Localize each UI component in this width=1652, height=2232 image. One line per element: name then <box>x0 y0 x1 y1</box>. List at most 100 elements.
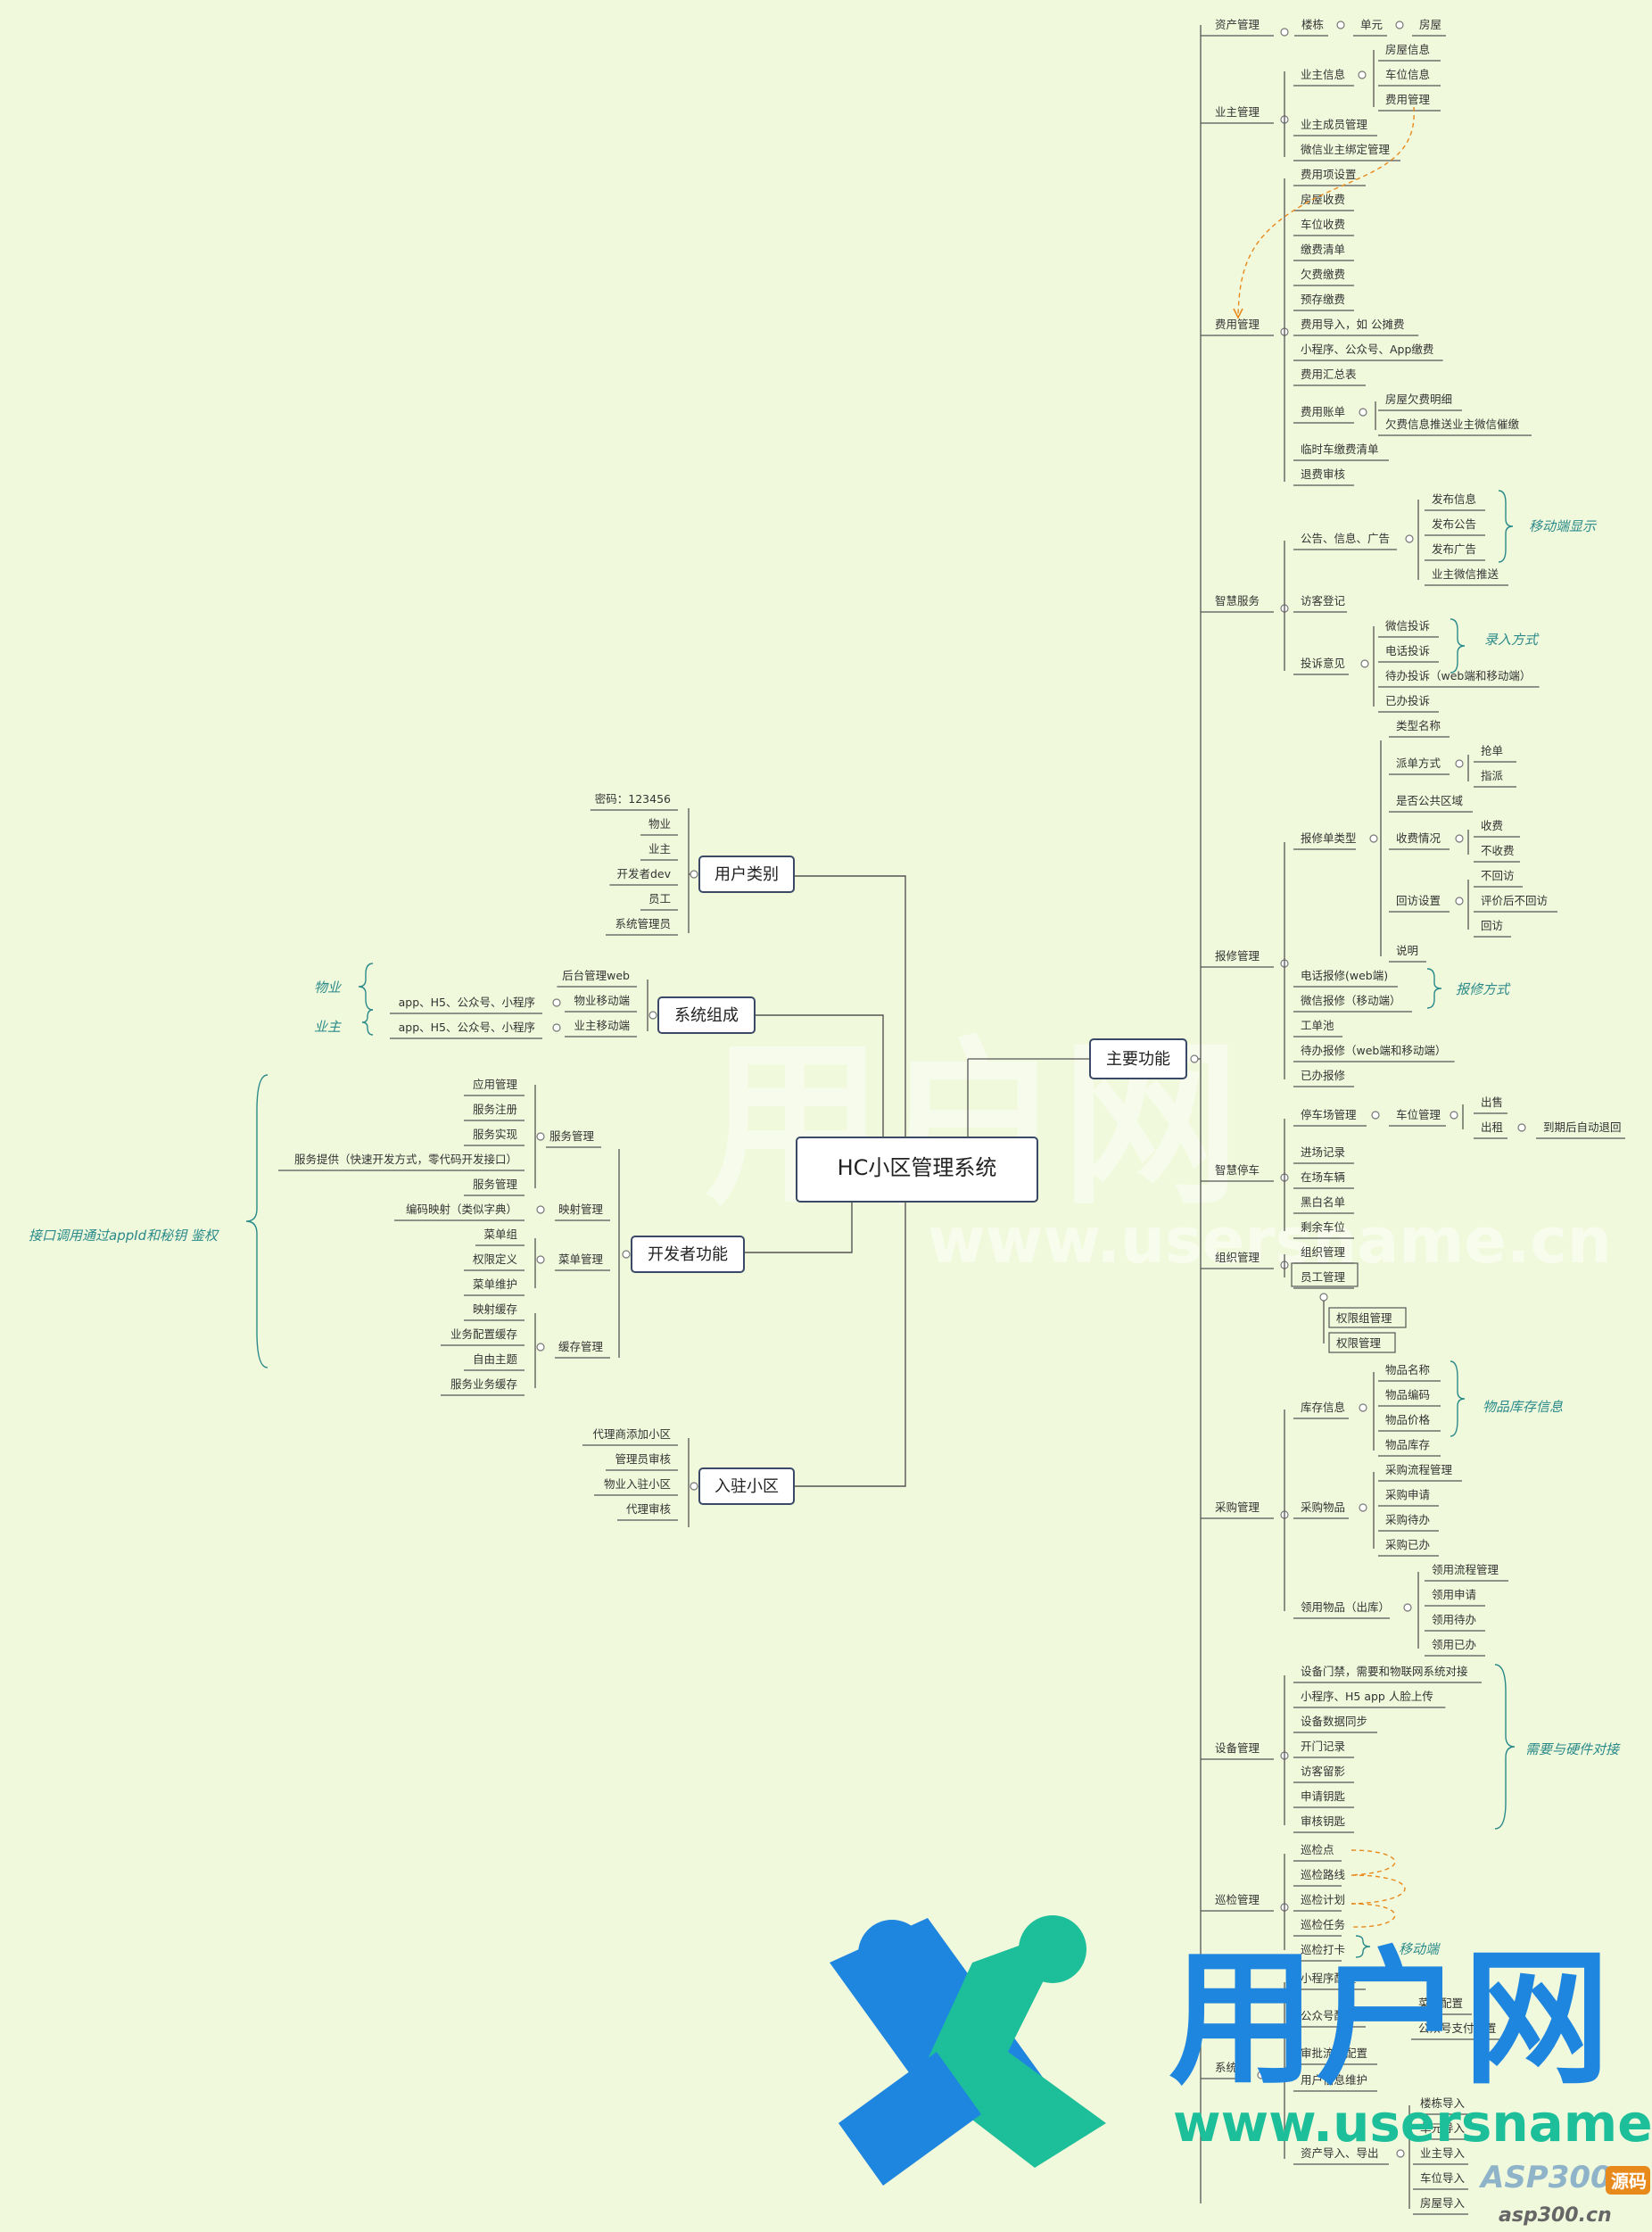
category-label: 智慧停车 <box>1215 1163 1260 1177</box>
topic-label: 巡检计划 <box>1301 1893 1345 1906</box>
selection-frame <box>1328 1307 1407 1328</box>
collapse-toggle-icon <box>648 1011 657 1020</box>
topic-label: 电话报修(web端) <box>1301 969 1388 982</box>
root-node-label: HC小区管理系统 <box>838 1155 997 1180</box>
topic-label: 巡检打卡 <box>1301 1943 1345 1956</box>
collapse-toggle-icon <box>1360 659 1369 668</box>
annotation-note: 业主 <box>314 1019 342 1035</box>
brace-icon <box>245 1074 268 1368</box>
topic-label: 是否公共区域 <box>1396 794 1463 807</box>
annotation-note: 需要与硬件对接 <box>1525 1741 1621 1757</box>
topic-label: 领用流程管理 <box>1432 1563 1499 1576</box>
developer-node-box <box>631 1236 745 1273</box>
topic-label: 电话投诉 <box>1385 644 1430 657</box>
annotation-note: 录入方式 <box>1484 632 1540 648</box>
topic-label: 物品价格 <box>1385 1413 1431 1426</box>
topic-label: 物品名称 <box>1385 1363 1430 1376</box>
topic-label: 业主移动端 <box>574 1019 630 1032</box>
topic-label: 微信业主绑定管理 <box>1301 143 1391 156</box>
collapse-toggle-icon <box>622 1250 631 1259</box>
topic-label: 缓存管理 <box>558 1340 604 1353</box>
topic-label: 公众号配置 <box>1301 2009 1357 2022</box>
topic-label: 微信投诉 <box>1385 619 1430 632</box>
topic-label: 欠费缴费 <box>1301 268 1345 281</box>
collapse-toggle-icon <box>1359 1503 1367 1512</box>
topic-label: 申请钥匙 <box>1301 1790 1346 1803</box>
topic-label: 代理商添加小区 <box>592 1427 671 1441</box>
category-label: 系统 <box>1215 2061 1237 2074</box>
topic-label: 进场记录 <box>1301 1145 1345 1159</box>
topic-label: 指派 <box>1481 769 1504 782</box>
category-label: 资产管理 <box>1215 18 1260 31</box>
topic-label: 已办报修 <box>1301 1069 1346 1082</box>
topic-label: 权限管理 <box>1336 1336 1382 1350</box>
topic-label: 访客留影 <box>1301 1765 1346 1778</box>
arrow-head-icon <box>1233 308 1243 319</box>
topic-label: 费用导入，如 公摊费 <box>1301 318 1404 331</box>
collapse-toggle-icon <box>1455 834 1464 843</box>
collapse-toggle-icon <box>1190 1054 1199 1063</box>
topic-label: 服务业务缓存 <box>450 1377 517 1391</box>
annotation-note: 移动端显示 <box>1529 518 1598 534</box>
topic-label: 菜单组 <box>483 1228 517 1241</box>
topic-label: 车位信息 <box>1385 68 1430 81</box>
topic-label: 组织管理 <box>1301 1245 1346 1259</box>
topic-label: 编码映射（类似字典） <box>406 1203 517 1216</box>
topic-label: 发布公告 <box>1432 517 1476 531</box>
topic-label: 映射缓存 <box>473 1302 517 1316</box>
category-label: 设备管理 <box>1215 1741 1260 1755</box>
topic-label: 业主微信推送 <box>1432 567 1499 581</box>
topic-label: 出租 <box>1481 1120 1503 1134</box>
topic-label: 服务管理 <box>473 1178 518 1191</box>
topic-label: 审核钥匙 <box>1301 1815 1346 1828</box>
topic-label: 出售 <box>1481 1095 1503 1109</box>
topic-label: 发布广告 <box>1432 542 1476 556</box>
annotation-note: 报修方式 <box>1456 981 1511 997</box>
topic-label: 后台管理web <box>562 969 630 982</box>
annotation-note: 移动端 <box>1399 1941 1441 1957</box>
topic-label: 楼栋 <box>1301 18 1324 31</box>
topic-label: 管理员审核 <box>615 1452 671 1466</box>
collapse-toggle-icon <box>1405 534 1414 543</box>
topic-label: 物品编码 <box>1385 1388 1430 1401</box>
topic-label: 费用项设置 <box>1301 168 1357 181</box>
topic-label: 物品库存 <box>1385 1438 1430 1451</box>
category-label: 业主管理 <box>1215 105 1260 119</box>
badge-box <box>1606 2166 1650 2195</box>
annotation-note: 物品库存信息 <box>1483 1399 1563 1415</box>
topic-label: 服务实现 <box>473 1128 517 1141</box>
topic-label: 设备数据同步 <box>1301 1715 1367 1728</box>
brand-url: www.usersname.cn <box>1173 2093 1652 2153</box>
category-label: 费用管理 <box>1215 318 1260 331</box>
connector <box>794 875 906 1137</box>
root-node-box <box>796 1137 1038 1203</box>
topic-label: 回访设置 <box>1396 894 1441 907</box>
topic-label: 密码：123456 <box>595 792 671 806</box>
topic-label: 巡检任务 <box>1301 1918 1345 1931</box>
topic-label: 收费 <box>1481 819 1503 832</box>
topic-label: 菜单管理 <box>558 1252 604 1266</box>
topic-label: 审批流程配置 <box>1301 2046 1367 2060</box>
topic-label: 业主成员管理 <box>1301 118 1368 131</box>
brace-icon <box>1450 618 1466 674</box>
topic-label: 采购流程管理 <box>1385 1463 1453 1476</box>
topic-label: 巡检路线 <box>1301 1868 1346 1881</box>
topic-label: 到期后自动退回 <box>1543 1120 1622 1134</box>
fee-link-arrow <box>1237 106 1415 315</box>
topic-label: 开门记录 <box>1301 1740 1345 1753</box>
collapse-toggle-icon <box>536 1132 545 1141</box>
topic-label: 回访 <box>1481 919 1503 932</box>
topic-label: 费用汇总表 <box>1301 368 1357 381</box>
topic-label: 应用管理 <box>473 1078 518 1091</box>
connector <box>740 1202 853 1253</box>
topic-label: 公告、信息、广告 <box>1301 532 1390 545</box>
system-node-box <box>657 996 756 1034</box>
topic-label: 员工 <box>648 892 671 905</box>
collapse-toggle-icon <box>1396 2149 1405 2158</box>
topic-label: 服务管理 <box>549 1129 595 1143</box>
topic-label: 剩余车位 <box>1301 1220 1345 1234</box>
collapse-toggle-icon <box>1455 897 1464 905</box>
collapse-toggle-icon <box>1358 70 1367 79</box>
topic-label: 业主导入 <box>1420 2146 1466 2160</box>
